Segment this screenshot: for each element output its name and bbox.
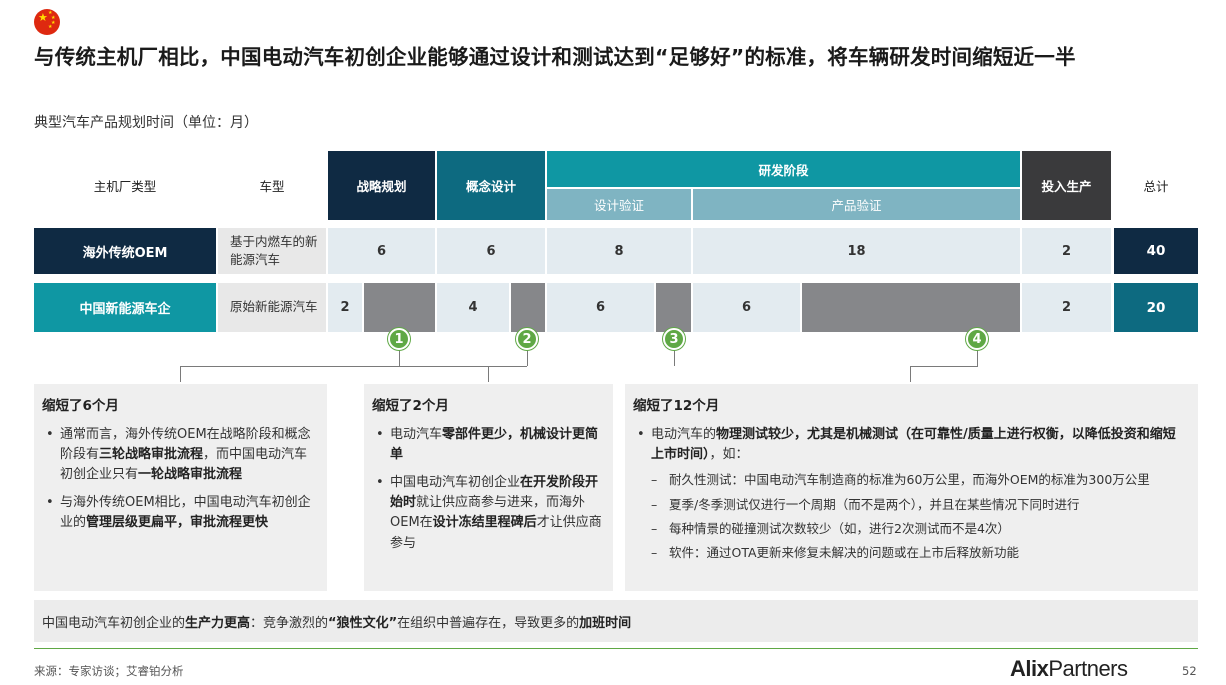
explanation-box-2: 缩短了2个月 电动汽车零部件更少，机械设计更简单 中国电动汽车初创企业在开发阶段… [364,384,613,591]
row1-total: 40 [1114,228,1198,274]
source-note: 来源：专家访谈；艾睿铂分析 [34,664,184,678]
page-title: 与传统主机厂相比，中国电动汽车初创企业能够通过设计和测试达到“足够好”的标准，将… [34,45,1076,69]
footer-divider [34,648,1198,649]
row2-concept-saved-bar [511,283,545,332]
connector-line-1 [399,349,400,366]
header-strategy: 战略规划 [328,151,435,220]
box3-bullet-1: 电动汽车的物理测试较少，尤其是机械测试（在可靠性/质量上进行权衡，以降低投资和缩… [633,425,1188,465]
row1-production: 2 [1022,228,1111,274]
header-design-validation: 设计验证 [547,189,691,220]
box3-sub-1: 耐久性测试：中国电动汽车制造商的标准为60万公里，而海外OEM的标准为300万公… [633,470,1188,490]
header-production: 投入生产 [1022,151,1111,220]
connector-bracket-right-down [910,366,911,382]
row-label-china-nev: 中国新能源车企 [34,283,216,332]
connector-bracket-right [910,366,978,367]
china-flag-icon: ★ ★ ★ ★ ★ [34,9,60,35]
header-rd-phase: 研发阶段 [547,151,1020,187]
row-label-overseas-oem: 海外传统OEM [34,228,216,274]
marker-3: 3 [663,328,685,350]
row1-concept: 6 [437,228,545,274]
row2-strategy-saved-bar [364,283,435,332]
row2-design-saved-bar [656,283,691,332]
connector-line-3 [674,349,675,366]
marker-4: 4 [966,328,988,350]
row2-concept: 4 [437,283,509,332]
productivity-banner: 中国电动汽车初创企业的生产力更高：竞争激烈的“狼性文化”在组织中普遍存在，导致更… [34,600,1198,642]
page-subtitle: 典型汽车产品规划时间（单位：月） [34,115,258,131]
row1-design-validation: 8 [547,228,691,274]
marker-2: 2 [516,328,538,350]
box1-bullet-1: 通常而言，海外传统OEM在战略阶段和概念阶段有三轮战略审批流程，而中国电动汽车初… [42,425,317,485]
row2-design-validation: 6 [547,283,654,332]
explanation-box-1: 缩短了6个月 通常而言，海外传统OEM在战略阶段和概念阶段有三轮战略审批流程，而… [34,384,327,591]
row2-product-validation: 6 [693,283,800,332]
box3-sub-3: 每种情景的碰撞测试次数较少（如，进行2次测试而不是4次） [633,519,1188,539]
header-oem-type: 主机厂类型 [93,179,157,194]
box2-bullet-1: 电动汽车零部件更少，机械设计更简单 [372,425,603,465]
header-car-type: 车型 [259,179,285,194]
marker-1: 1 [388,328,410,350]
row1-strategy: 6 [328,228,435,274]
box3-sub-4: 软件：通过OTA更新来修复未解决的问题或在上市后释放新功能 [633,543,1188,563]
connector-bracket-left [180,366,181,382]
box3-sub-2: 夏季/冬季测试仅进行一个周期（而不是两个），并且在某些情况下同时进行 [633,495,1188,515]
row2-total: 20 [1114,283,1198,332]
header-concept: 概念设计 [437,151,545,220]
row-car-type-china: 原始新能源汽车 [218,283,326,332]
connector-line-4 [977,349,978,366]
connector-bracket-mid [488,366,489,382]
row2-production: 2 [1022,283,1111,332]
header-total: 总计 [1143,179,1169,194]
header-product-validation: 产品验证 [693,189,1020,220]
connector-line-2 [527,349,528,366]
alixpartners-logo: AlixPartners [1010,656,1128,681]
page-number: 52 [1182,664,1197,678]
row1-product-validation: 18 [693,228,1020,274]
explanation-box-3: 缩短了12个月 电动汽车的物理测试较少，尤其是机械测试（在可靠性/质量上进行权衡… [625,384,1198,591]
box2-head: 缩短了2个月 [372,398,449,414]
row-car-type-overseas: 基于内燃车的新能源汽车 [218,228,326,274]
box3-head: 缩短了12个月 [633,398,720,414]
row2-product-saved-bar [802,283,1020,332]
box1-head: 缩短了6个月 [42,398,119,414]
connector-bracket [180,366,527,367]
box1-bullet-2: 与海外传统OEM相比，中国电动汽车初创企业的管理层级更扁平，审批流程更快 [42,493,317,533]
box2-bullet-2: 中国电动汽车初创企业在开发阶段开始时就让供应商参与进来，而海外OEM在设计冻结里… [372,473,603,554]
row2-strategy: 2 [328,283,362,332]
